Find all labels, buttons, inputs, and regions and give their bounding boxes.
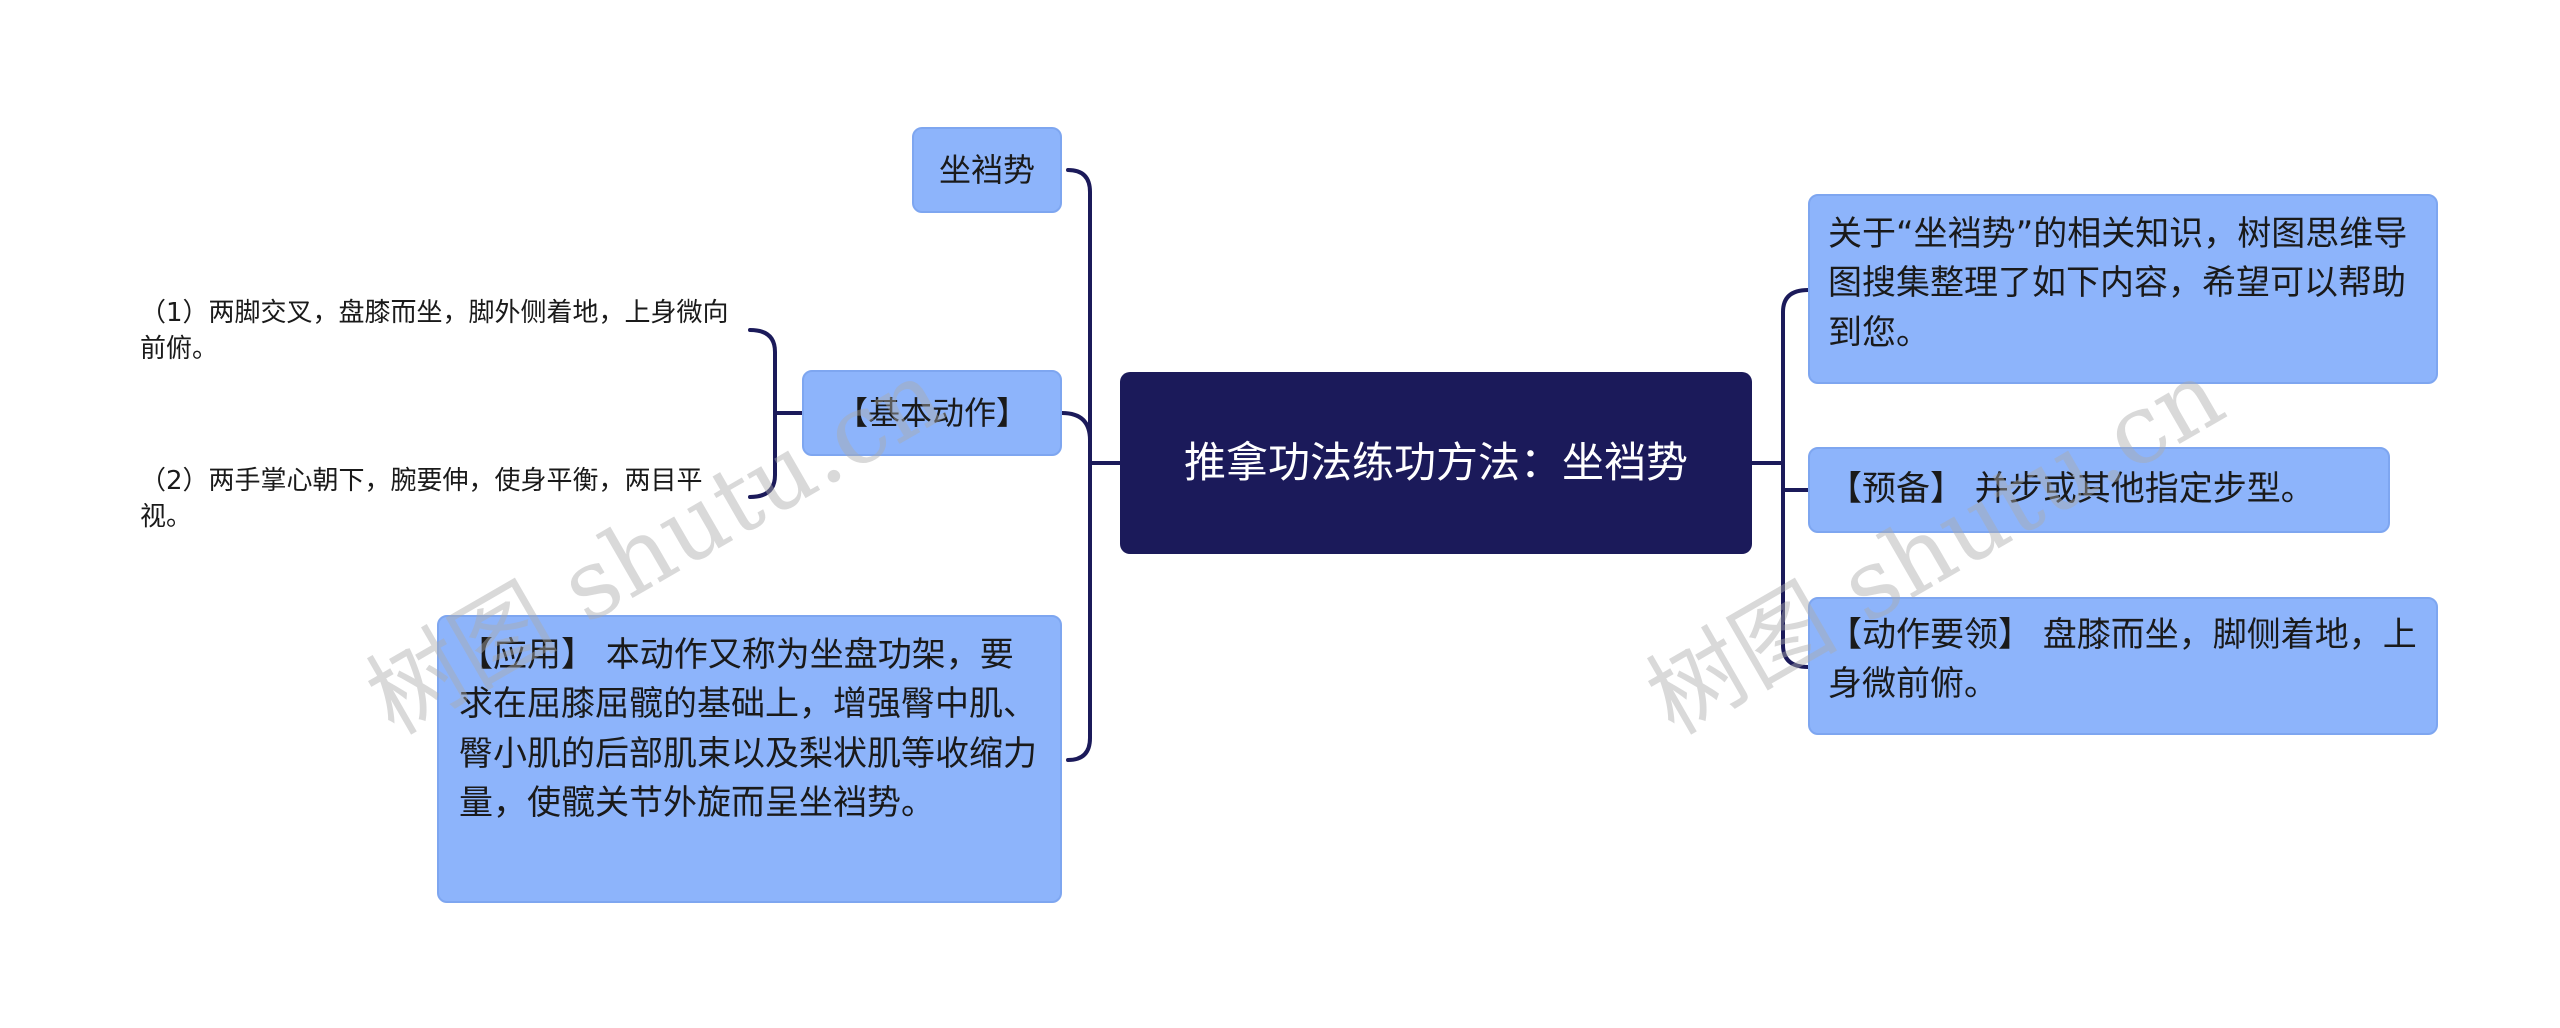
connector-right-trunk xyxy=(1781,288,1810,669)
intro-text: 关于“坐裆势”的相关知识，树图思维导图搜集整理了如下内容，希望可以帮助到您。 xyxy=(1828,214,2408,353)
prepare-node[interactable]: 【预备】 并步或其他指定步型。 xyxy=(1808,447,2390,533)
connector-left-trunk xyxy=(1066,168,1092,762)
essentials-node[interactable]: 【动作要领】 盘膝而坐，脚侧着地，上身微前俯。 xyxy=(1808,597,2438,735)
application-node[interactable]: 【应用】 本动作又称为坐盘功架，要求在屈膝屈髋的基础上，增强臀中肌、臀小肌的后部… xyxy=(437,615,1062,903)
connector-basic-trunk xyxy=(748,328,777,499)
basic-action-node[interactable]: 【基本动作】 xyxy=(802,370,1062,456)
root-text: 推拿功法练功方法：坐裆势 xyxy=(1183,437,1688,487)
basic-item-2: （2）两手掌心朝下，腕要伸，使身平衡，两目平视。 xyxy=(140,466,703,533)
connector-basic xyxy=(1060,411,1092,442)
basic-item-1: （1）两脚交叉，盘膝而坐，脚外侧着地，上身微向前俯。 xyxy=(140,298,729,365)
title-node[interactable]: 坐裆势 xyxy=(912,127,1062,213)
basic-action-label: 【基本动作】 xyxy=(835,393,1028,432)
root-node[interactable]: 推拿功法练功方法：坐裆势 xyxy=(1120,372,1752,554)
application-text: 【应用】 本动作又称为坐盘功架，要求在屈膝屈髋的基础上，增强臀中肌、臀小肌的后部… xyxy=(459,635,1037,823)
intro-node[interactable]: 关于“坐裆势”的相关知识，树图思维导图搜集整理了如下内容，希望可以帮助到您。 xyxy=(1808,194,2438,384)
prepare-text: 【预备】 并步或其他指定步型。 xyxy=(1828,469,2315,510)
title-node-text: 坐裆势 xyxy=(938,150,1035,189)
essentials-text: 【动作要领】 盘膝而坐，脚侧着地，上身微前俯。 xyxy=(1828,615,2417,705)
